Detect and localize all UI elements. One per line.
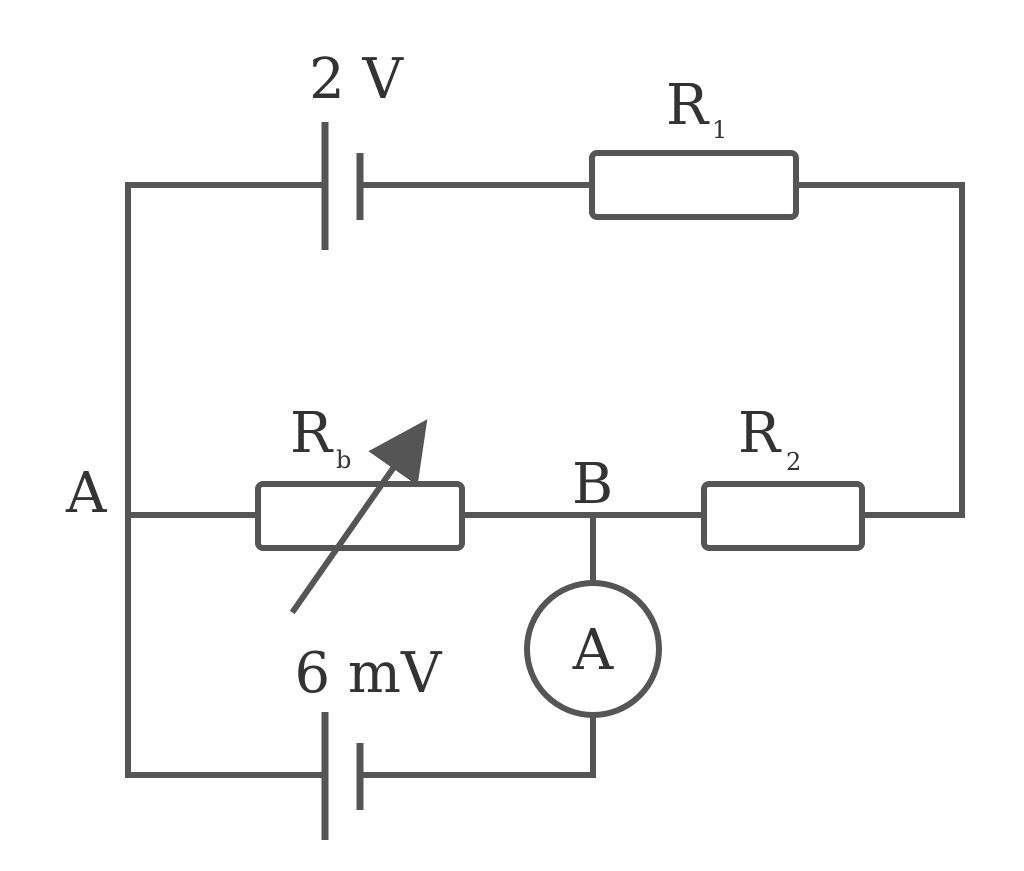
ammeter: A <box>524 580 662 718</box>
node-a-label: A <box>65 461 107 526</box>
bottom-battery <box>321 712 364 840</box>
rb-subscript: b <box>336 446 351 474</box>
top-battery-label: 2 V <box>309 47 404 112</box>
resistor-r1 <box>589 150 799 220</box>
resistor-r2 <box>701 481 865 551</box>
r2-label: R <box>738 401 782 466</box>
r1-subscript: 1 <box>712 116 727 144</box>
node-b-label: B <box>572 452 613 517</box>
ammeter-to-bottom-wire <box>357 712 596 778</box>
variable-resistor-arrow <box>289 419 428 615</box>
wires <box>125 182 965 778</box>
r2-subscript: 2 <box>786 448 801 476</box>
ammeter-label: A <box>572 618 614 683</box>
rb-label: R <box>290 401 334 466</box>
r1-label: R <box>666 73 710 138</box>
ammeter-circle <box>524 580 662 718</box>
bottom-battery-label: 6 mV <box>295 641 444 706</box>
top-right-wire <box>793 182 965 518</box>
top-battery <box>321 122 364 250</box>
